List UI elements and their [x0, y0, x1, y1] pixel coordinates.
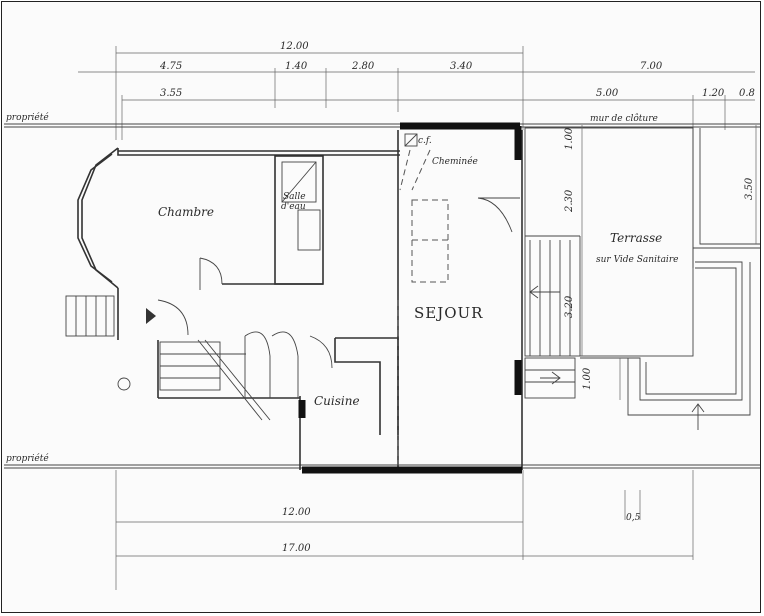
dim-top-9: 0.8: [739, 88, 755, 99]
dim-top-4: 3.40: [450, 61, 473, 72]
label-cheminee: Cheminée: [432, 156, 478, 167]
dim-top-6: 3.55: [160, 88, 182, 99]
dim-right-2: 2.30: [564, 189, 575, 213]
dim-top-5: 7.00: [640, 61, 663, 72]
dim-top-2: 1.40: [285, 61, 308, 72]
building-walls: [65, 122, 523, 474]
dim-right-5: 3.50: [744, 177, 755, 200]
terrasse: [524, 127, 760, 430]
wall-label: mur de clôture: [590, 113, 658, 124]
property-label-bottom: propriété: [6, 453, 49, 464]
top-dimensions: [78, 46, 755, 140]
right-dimensions: [581, 125, 757, 400]
room-label-salle-line2: d'eau: [281, 202, 306, 212]
dim-right-3: 3.20: [564, 295, 575, 318]
dim-top-8: 1.20: [702, 88, 725, 99]
dim-bottom-1: 12.00: [282, 507, 311, 518]
dim-right-1: 1.00: [564, 127, 575, 150]
dim-bottom-small: 0,5: [626, 513, 641, 523]
dim-top-7: 5.00: [596, 88, 619, 99]
room-label-cuisine: Cuisine: [314, 394, 360, 408]
bottom-dimensions: [115, 470, 694, 590]
room-label-terrasse-line2: sur Vide Sanitaire: [596, 255, 678, 265]
dim-top-1: 4.75: [159, 61, 182, 72]
room-label-terrasse-line1: Terrasse: [610, 231, 662, 245]
room-label-chambre: Chambre: [158, 205, 214, 219]
dim-top-3: 2.80: [351, 61, 375, 72]
dim-right-4: 1.00: [582, 367, 593, 390]
property-label-top: propriété: [6, 112, 49, 123]
room-label-salle-line1: Salle: [283, 192, 306, 202]
room-label-sejour: SEJOUR: [414, 304, 483, 322]
label-cf: c.f.: [418, 136, 432, 146]
dim-bottom-2: 17.00: [282, 543, 311, 554]
dim-top-total: 12.00: [280, 41, 309, 52]
